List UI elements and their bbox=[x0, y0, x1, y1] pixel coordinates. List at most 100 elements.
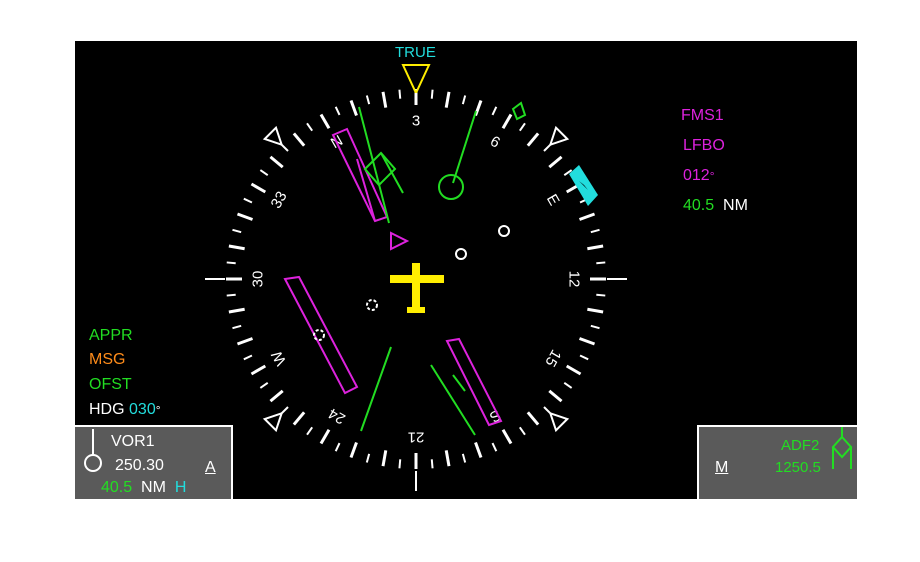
compass-tick bbox=[228, 244, 245, 251]
nav1-frequency: 250.30 bbox=[115, 457, 164, 474]
nav1-source: VOR1 bbox=[111, 433, 155, 450]
compass-tick bbox=[587, 307, 604, 314]
adf-pointer-stem-b bbox=[380, 152, 404, 194]
nav1-panel: VOR1 250.30 A 40.5 NM H bbox=[75, 425, 233, 499]
nav2-source: ADF2 bbox=[781, 437, 820, 454]
compass-tick bbox=[319, 428, 331, 445]
compass-tick bbox=[474, 441, 483, 459]
compass-tick bbox=[565, 364, 582, 376]
compass-ticks bbox=[226, 89, 606, 469]
compass-tick bbox=[596, 293, 606, 297]
compass-tick bbox=[587, 244, 604, 251]
compass-tick bbox=[518, 426, 526, 436]
navaid-symbol bbox=[366, 299, 378, 311]
compass-tick bbox=[590, 228, 600, 234]
fms-source: FMS1 bbox=[681, 107, 724, 124]
adf-pointer-tail-b bbox=[452, 374, 466, 392]
compass-tick bbox=[334, 106, 341, 116]
compass-tick bbox=[563, 169, 573, 177]
rose-diamond-marker bbox=[262, 125, 284, 147]
adf2-pointer-icon bbox=[831, 427, 853, 469]
compass-tick bbox=[292, 411, 306, 426]
compass-tick bbox=[381, 91, 388, 108]
course-track-left bbox=[283, 275, 359, 395]
appr-mode: APPR bbox=[89, 327, 133, 344]
aircraft-symbol-icon bbox=[390, 263, 444, 313]
course-line-top bbox=[356, 158, 376, 222]
compass-label: 21 bbox=[408, 429, 425, 446]
compass-tick bbox=[444, 450, 451, 467]
compass-tick bbox=[430, 89, 434, 99]
compass-tick bbox=[292, 132, 306, 147]
compass-label: 3 bbox=[412, 113, 420, 130]
compass-tick bbox=[461, 453, 467, 463]
compass-tick bbox=[398, 89, 402, 99]
compass-tick bbox=[232, 324, 242, 330]
hdg-readout: HDG 030° bbox=[89, 401, 161, 418]
rose-diamond-marker bbox=[548, 125, 570, 147]
compass-tick bbox=[250, 364, 267, 376]
compass-label: 6 bbox=[487, 133, 503, 152]
compass-tick bbox=[578, 212, 596, 221]
nav2-panel: M ADF2 1250.5 bbox=[697, 425, 857, 499]
compass-tick bbox=[461, 95, 467, 105]
compass-tick bbox=[334, 442, 341, 452]
compass-tick bbox=[365, 95, 371, 105]
adf-bearing-pointer-icon bbox=[363, 151, 397, 187]
rose-diamond-markers bbox=[262, 125, 570, 433]
compass-label: 12 bbox=[566, 271, 583, 288]
compass-tick bbox=[236, 337, 254, 346]
navaid-symbol bbox=[313, 329, 325, 341]
compass-tick bbox=[526, 132, 540, 147]
compass-tick bbox=[259, 169, 269, 177]
ofst-mode: OFST bbox=[89, 376, 132, 393]
compass-tick bbox=[381, 450, 388, 467]
compass-tick bbox=[236, 212, 254, 221]
vor-bearing-pointer-icon bbox=[452, 110, 477, 184]
compass-tick bbox=[526, 411, 540, 426]
compass-tick bbox=[228, 307, 245, 314]
compass-tick bbox=[319, 113, 331, 130]
bearing-marker-diamond bbox=[511, 101, 527, 121]
vor-pointer-circle bbox=[438, 174, 464, 200]
navaid-symbol bbox=[455, 248, 467, 260]
compass-tick bbox=[501, 428, 513, 445]
course-track-right bbox=[445, 337, 503, 427]
compass-tick bbox=[243, 354, 253, 361]
lubber-line-icon bbox=[401, 64, 431, 96]
compass-tick bbox=[578, 337, 596, 346]
compass-tick bbox=[269, 389, 284, 403]
rose-diamond-marker bbox=[548, 411, 570, 433]
vor1-pointer-icon bbox=[84, 429, 102, 472]
compass-tick bbox=[430, 459, 434, 469]
heading-bug-notch bbox=[579, 181, 588, 190]
rose-diamond-marker bbox=[262, 411, 284, 433]
compass-tick bbox=[590, 324, 600, 330]
compass-tick bbox=[491, 442, 498, 452]
compass-tick bbox=[226, 261, 236, 265]
compass-tick bbox=[474, 99, 483, 117]
compass-tick bbox=[596, 261, 606, 265]
navaid-symbol bbox=[498, 225, 510, 237]
adf-pointer-stem-a bbox=[358, 106, 390, 224]
compass-tick bbox=[243, 197, 253, 204]
nav1-distance: 40.5 NM H bbox=[101, 479, 187, 496]
compass-tick bbox=[349, 99, 358, 117]
msg-annunciator: MSG bbox=[89, 351, 126, 368]
compass-tick bbox=[563, 381, 573, 389]
compass-tick bbox=[548, 155, 563, 169]
nav2-mode: M bbox=[715, 459, 729, 476]
compass-tick bbox=[259, 381, 269, 389]
compass-label: 33 bbox=[268, 189, 291, 212]
compass-tick bbox=[226, 293, 236, 297]
compass-tick bbox=[501, 113, 513, 130]
compass-tick bbox=[365, 453, 371, 463]
compass-tick bbox=[232, 228, 242, 234]
compass-label: E bbox=[543, 191, 563, 208]
compass-label: 30 bbox=[250, 271, 267, 288]
compass-tick bbox=[444, 91, 451, 108]
compass-label: W bbox=[268, 347, 290, 368]
compass-tick bbox=[306, 426, 314, 436]
compass-tick bbox=[491, 106, 498, 116]
